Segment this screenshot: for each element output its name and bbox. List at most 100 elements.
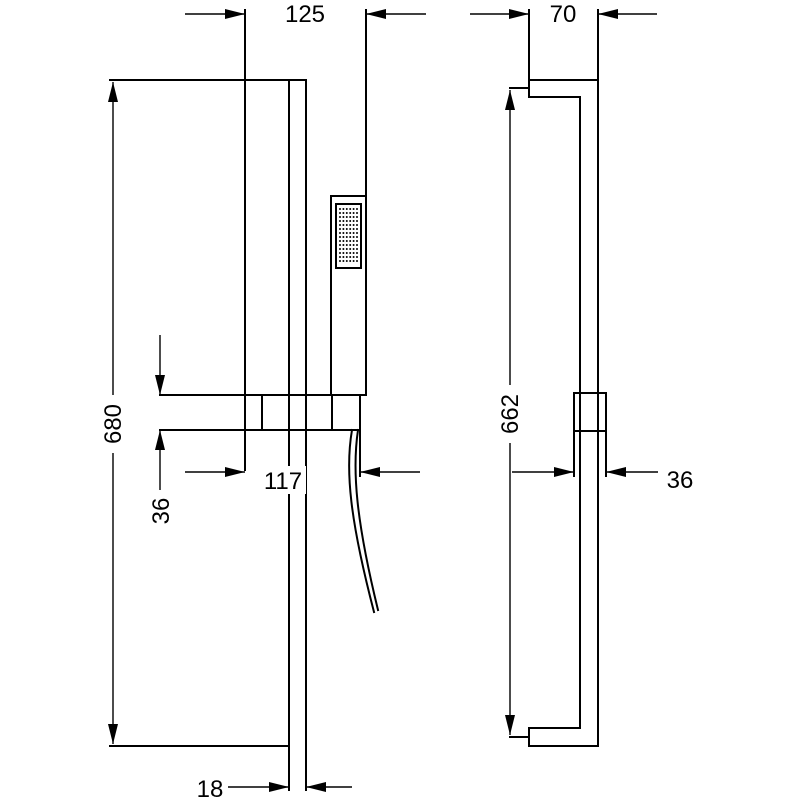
dim-117-arrow-left xyxy=(225,467,245,477)
nozzle-dot xyxy=(356,212,358,214)
nozzle-dot xyxy=(339,244,341,246)
dim-117-arrow-right xyxy=(360,467,380,477)
handshower-head xyxy=(335,203,362,269)
dim-680-label-bg xyxy=(100,395,126,453)
nozzle-dot xyxy=(342,240,345,242)
nozzle-dot xyxy=(352,216,355,218)
nozzle-dot xyxy=(345,236,348,238)
nozzle-dot xyxy=(345,232,348,234)
nozzle-dot xyxy=(339,224,341,226)
nozzle-dot xyxy=(349,244,352,246)
nozzle-dot xyxy=(339,212,341,214)
dim-18-label: 18 xyxy=(197,776,224,800)
dim-125-arrow-left xyxy=(225,9,245,19)
nozzle-dot xyxy=(339,236,341,238)
holder-slider xyxy=(261,394,333,431)
nozzle-dot xyxy=(342,248,345,250)
nozzle-dot xyxy=(339,220,341,222)
nozzle-dot xyxy=(342,224,345,226)
hose-outer xyxy=(348,428,376,614)
nozzle-dot xyxy=(352,236,355,238)
dim-125-label: 125 xyxy=(285,1,325,28)
dim-680-label: 680 xyxy=(100,404,127,444)
front-view: 125 680 36 117 18 xyxy=(100,1,426,800)
nozzle-dot xyxy=(342,212,345,214)
nozzle-dot xyxy=(345,216,348,218)
nozzle-dot xyxy=(349,240,352,242)
side-inner-profile xyxy=(528,79,581,747)
nozzle-dot xyxy=(349,260,352,262)
dim-680-arrow-top xyxy=(108,82,118,102)
dim-18-arrow-right xyxy=(306,782,326,792)
nozzle-dot xyxy=(352,260,355,262)
nozzle-dot xyxy=(356,224,358,226)
dim-36-arrow-top xyxy=(155,375,165,395)
nozzle-dot xyxy=(349,228,352,230)
dim-70-label: 70 xyxy=(550,1,577,28)
nozzle-dot xyxy=(356,208,358,210)
nozzle-dot xyxy=(345,256,348,258)
nozzle-dot xyxy=(345,244,348,246)
nozzle-dot xyxy=(342,252,345,254)
nozzle-dot xyxy=(345,224,348,226)
dim-36-side-label: 36 xyxy=(667,467,694,494)
holder-clamp xyxy=(331,394,361,431)
nozzle-dot xyxy=(345,228,348,230)
dim-117-label: 117 xyxy=(264,468,302,495)
nozzle-dot xyxy=(345,240,348,242)
nozzle-dot xyxy=(339,256,341,258)
dim-125-arrow-right xyxy=(366,9,386,19)
nozzle-dot xyxy=(342,220,345,222)
nozzle-dot xyxy=(349,256,352,258)
nozzle-dot xyxy=(339,260,341,262)
nozzle-dot xyxy=(352,224,355,226)
nozzle-dot xyxy=(352,228,355,230)
nozzle-dot xyxy=(356,220,358,222)
nozzle-dot xyxy=(349,232,352,234)
nozzle-dot xyxy=(349,252,352,254)
nozzle-dot xyxy=(356,256,358,258)
dim-36-side-arrow-right xyxy=(606,467,626,477)
dim-70-arrow-right xyxy=(598,9,618,19)
nozzle-dot xyxy=(352,248,355,250)
nozzle-dot xyxy=(342,244,345,246)
nozzle-dot xyxy=(345,248,348,250)
nozzle-dot xyxy=(345,260,348,262)
nozzle-dot xyxy=(342,256,345,258)
nozzle-dot xyxy=(339,208,341,210)
nozzle-dot xyxy=(352,240,355,242)
nozzle-dot xyxy=(356,240,358,242)
dim-662-label: 662 xyxy=(497,394,524,434)
dim-36-side-arrow-left xyxy=(554,467,574,477)
nozzle-dot xyxy=(352,244,355,246)
nozzle-dot xyxy=(339,248,341,250)
nozzle-dot xyxy=(342,232,345,234)
nozzle-dot xyxy=(342,228,345,230)
nozzle-dot xyxy=(339,216,341,218)
nozzle-dot xyxy=(356,244,358,246)
nozzle-dot xyxy=(339,240,341,242)
nozzle-dot xyxy=(356,236,358,238)
hose-inner xyxy=(354,428,380,612)
side-outer-profile xyxy=(528,9,599,747)
nozzle-dot xyxy=(345,208,348,210)
dim-36-arrow-bottom xyxy=(155,430,165,450)
dim-662-label-bg xyxy=(497,385,523,443)
nozzle-dot xyxy=(349,224,352,226)
nozzle-dot xyxy=(342,260,345,262)
nozzle-dot xyxy=(352,212,355,214)
nozzle-dot xyxy=(352,252,355,254)
dim-662-arrow-top xyxy=(505,90,515,110)
nozzle-dot xyxy=(349,208,352,210)
nozzle-dot xyxy=(356,252,358,254)
dim-70-arrow-left xyxy=(509,9,529,19)
nozzle-dot xyxy=(352,232,355,234)
nozzle-dot xyxy=(342,236,345,238)
side-holder xyxy=(573,392,607,432)
nozzle-dot xyxy=(339,232,341,234)
nozzle-dot xyxy=(352,256,355,258)
nozzle-dot xyxy=(352,220,355,222)
nozzle-dot xyxy=(356,216,358,218)
nozzle-dot xyxy=(345,220,348,222)
